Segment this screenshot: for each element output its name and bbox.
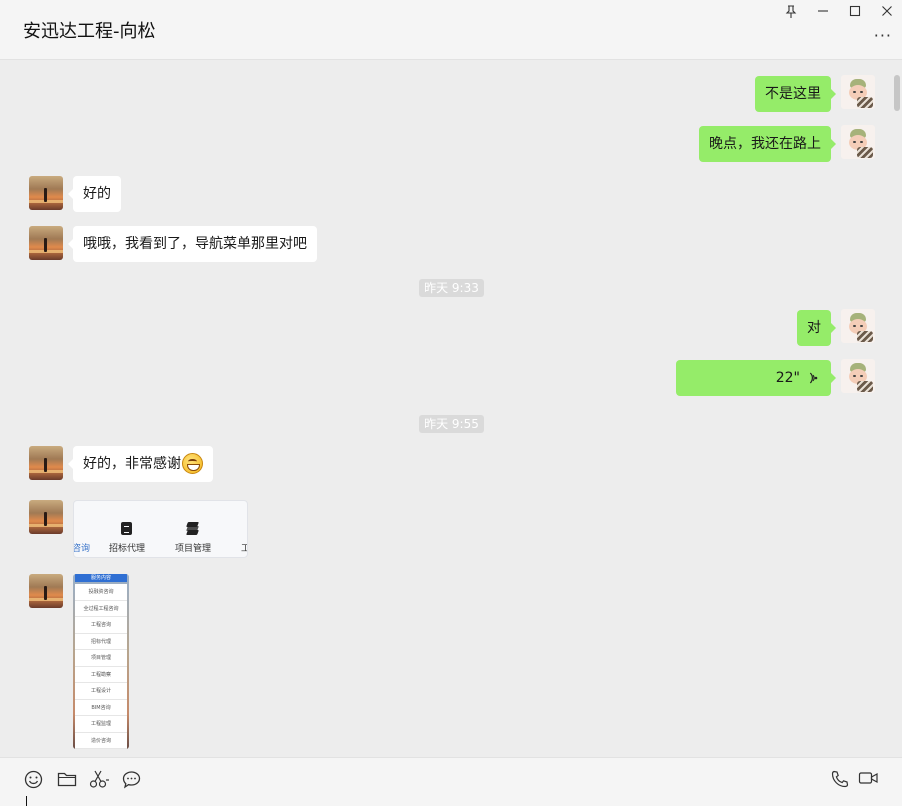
menu-row: 项目管理 [75,650,127,667]
menu-row: 工程监理 [75,716,127,733]
folder-icon[interactable] [57,770,77,792]
menu-header: 服务内容 [75,574,127,582]
avatar-contact[interactable] [29,176,63,210]
image-message[interactable]: 咨询 招标代理 项目管理 工 [73,500,248,558]
image-text: 招标代理 [109,544,146,554]
voice-call-icon[interactable] [831,770,849,792]
message-bubble-contact[interactable]: 哦哦，我看到了，导航菜单那里对吧 [68,226,317,262]
image-text: 咨询 [73,544,91,554]
emoji-icon[interactable] [24,770,43,793]
video-call-icon[interactable] [858,770,879,790]
menu-row: 工程勘察 [75,667,127,683]
close-icon[interactable] [874,3,900,19]
scrollbar[interactable] [894,75,900,111]
avatar-self[interactable] [841,309,875,343]
voice-duration: 22" [775,370,800,386]
menu-row: 招标代理 [75,634,127,650]
layers-icon [186,522,199,535]
minimize-icon[interactable] [810,3,836,19]
avatar-contact[interactable] [29,226,63,260]
text-input-caret[interactable] [26,796,27,806]
voice-message[interactable]: 22" [676,360,836,396]
chat-area[interactable]: 不是这里 晚点，我还在路上 好的 哦哦，我看到了，导航菜单那里对吧 昨天 9:3… [0,61,902,757]
more-icon[interactable]: ··· [873,26,892,45]
avatar-contact[interactable] [29,574,63,608]
menu-row: 工程咨询 [75,617,127,634]
menu-list: 投融资咨询 全过程工程咨询 工程咨询 招标代理 项目管理 工程勘察 工程设计 B… [75,584,127,749]
pin-icon[interactable] [778,3,804,19]
menu-row: BIM咨询 [75,700,127,716]
menu-row: 全过程工程咨询 [75,601,127,617]
message-bubble-contact[interactable]: 好的，非常感谢 [68,446,213,482]
menu-row: 投融资咨询 [75,584,127,601]
image-text: 项目管理 [175,544,212,554]
avatar-contact[interactable] [29,446,63,480]
title-bar: 安迅达工程-向松 ··· [0,0,902,60]
message-bubble-self[interactable]: 对 [797,310,836,346]
scissors-icon[interactable] [89,770,111,793]
avatar-self[interactable] [841,75,875,109]
message-bubble-contact[interactable]: 好的 [68,176,121,212]
voice-wave-icon [807,360,818,396]
chat-title: 安迅达工程-向松 [23,21,156,42]
grin-emoji-icon [182,452,203,474]
image-message[interactable]: 服务内容 投融资咨询 全过程工程咨询 工程咨询 招标代理 项目管理 工程勘察 工… [73,574,129,749]
menu-row: 造价咨询 [75,733,127,749]
avatar-self[interactable] [841,125,875,159]
menu-row: 工程设计 [75,683,127,700]
timestamp: 昨天 9:55 [419,415,484,433]
timestamp: 昨天 9:33 [419,279,484,297]
chat-history-icon[interactable] [122,770,141,793]
clipboard-icon [121,522,132,535]
message-bubble-self[interactable]: 不是这里 [755,76,836,112]
maximize-icon[interactable] [842,3,868,19]
input-bar[interactable] [0,757,902,806]
avatar-self[interactable] [841,359,875,393]
message-text: 好的，非常感谢 [83,456,181,472]
message-bubble-self[interactable]: 晚点，我还在路上 [699,126,836,162]
image-text: 工 [241,541,247,554]
avatar-contact[interactable] [29,500,63,534]
